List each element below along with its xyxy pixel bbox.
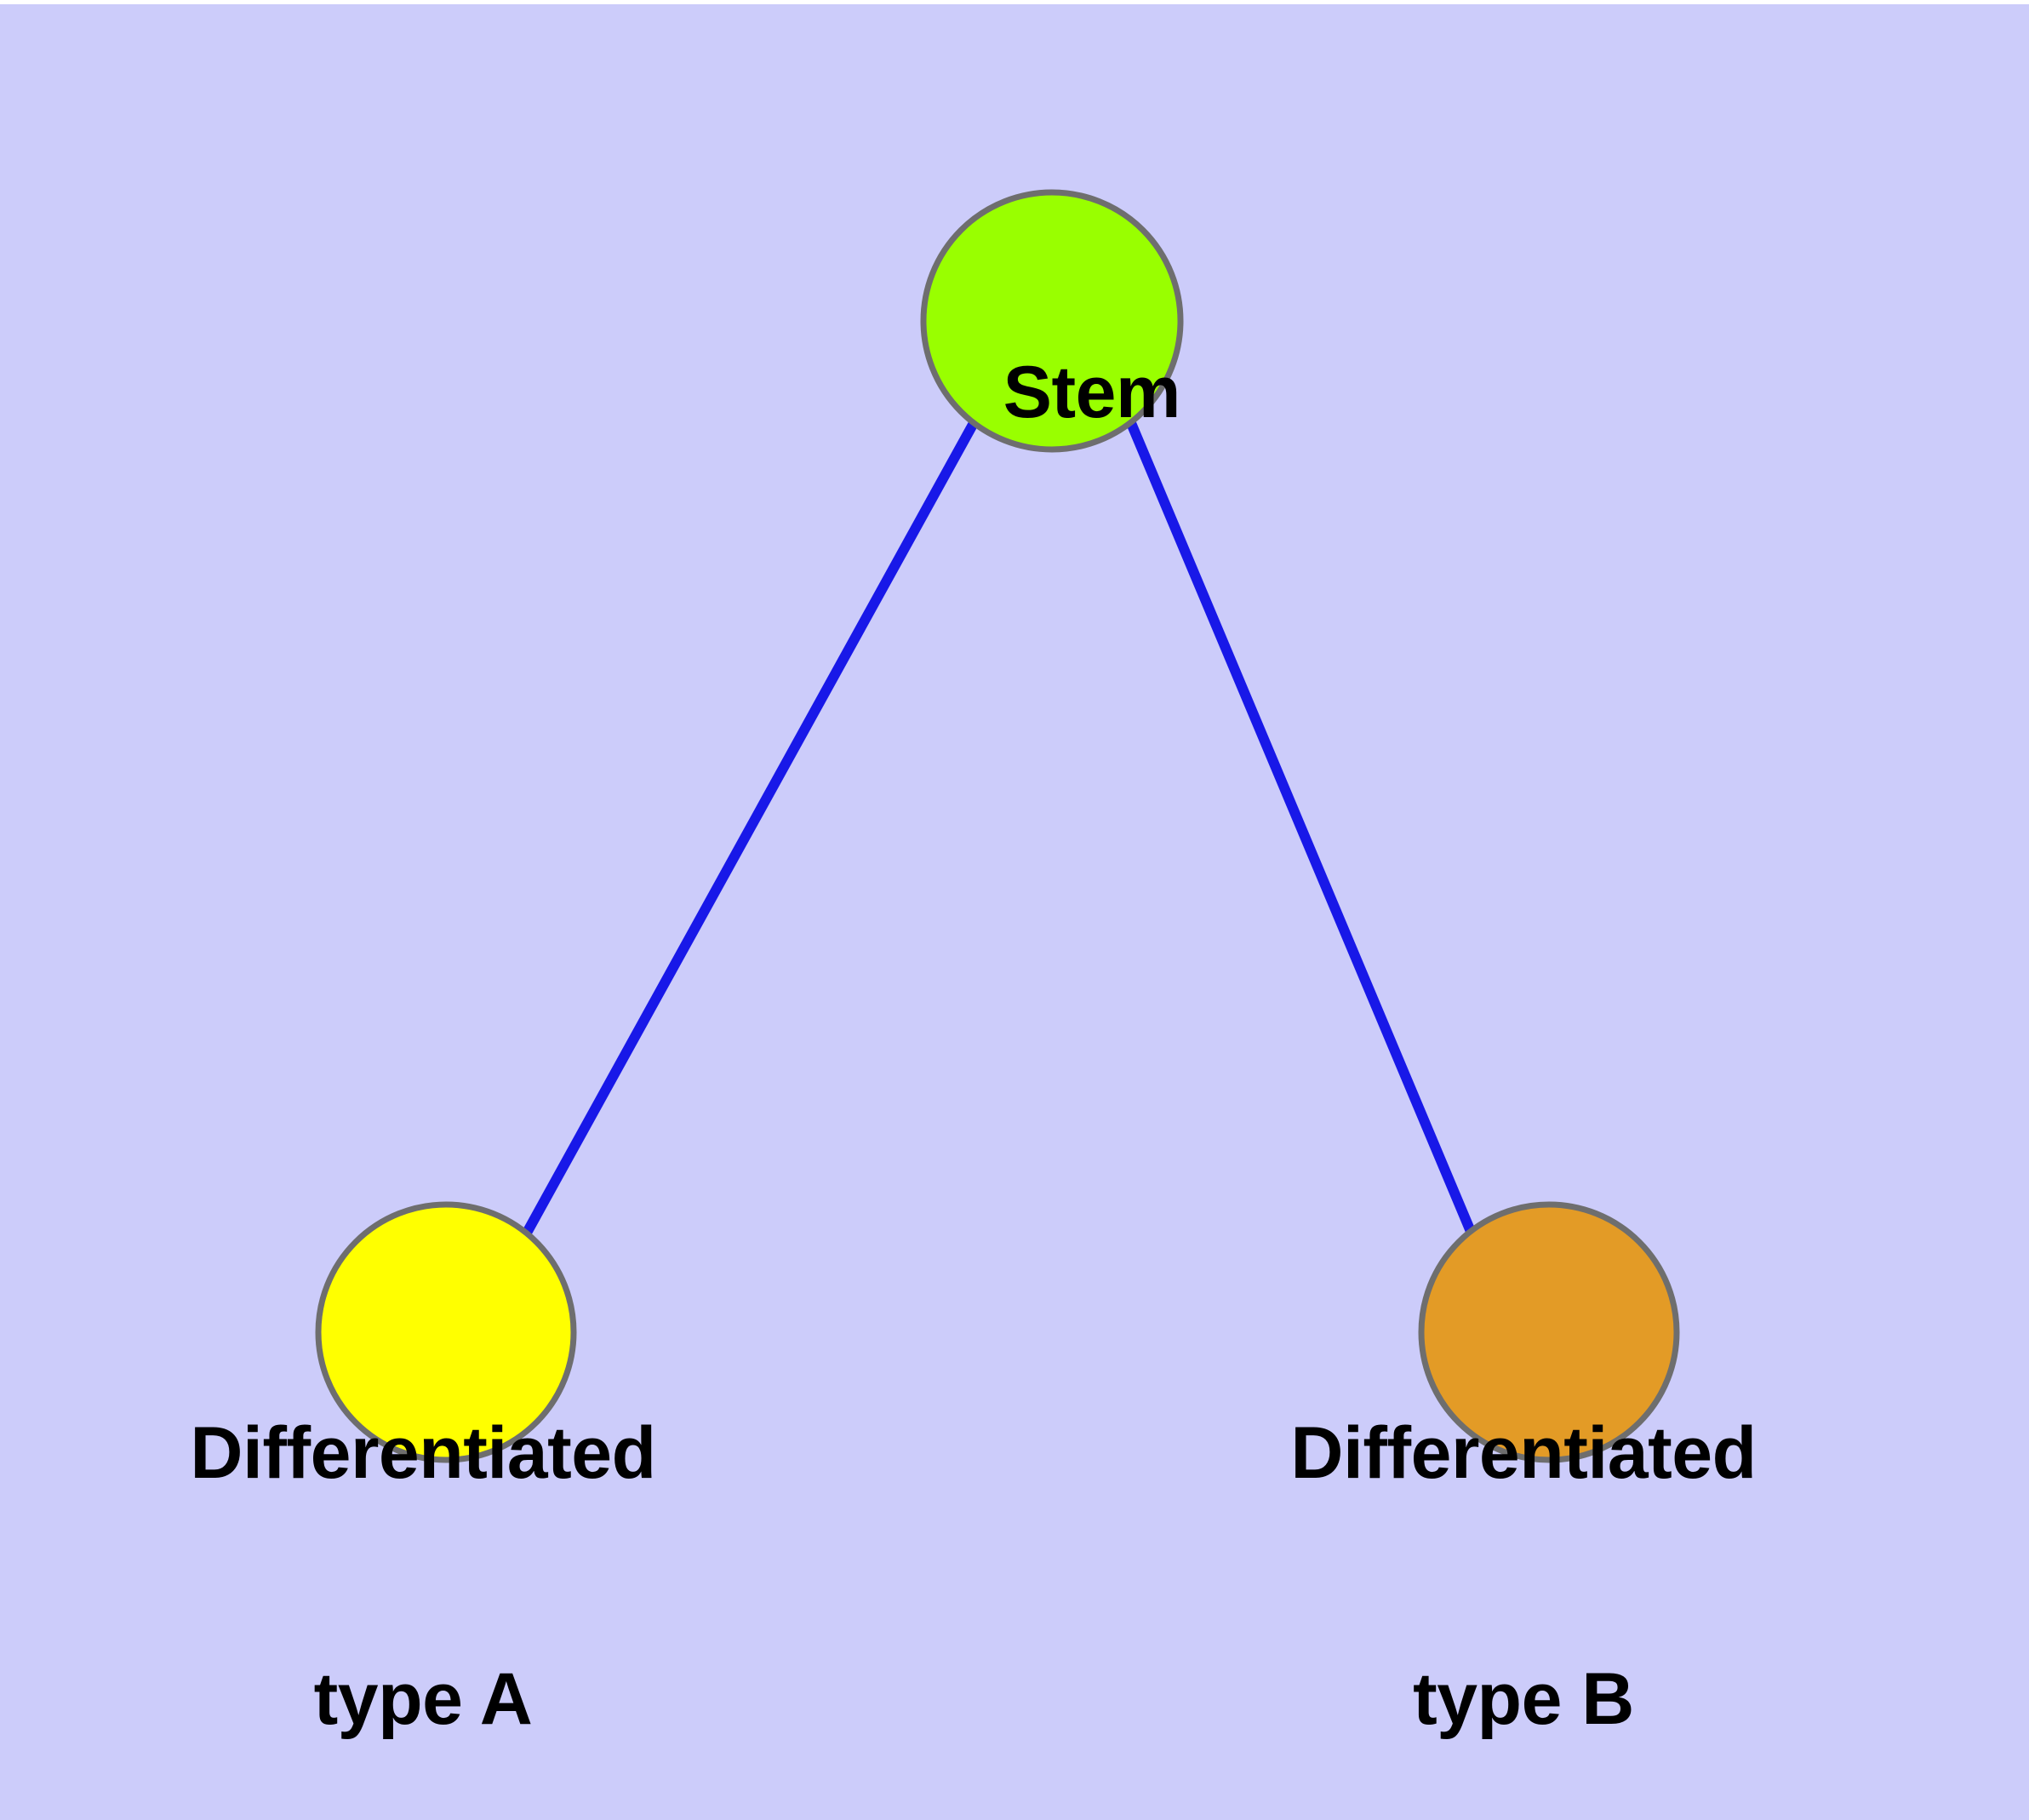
node-differentiated-type-a[interactable] <box>315 1201 577 1463</box>
edge-stem-to-differentiated-type-b[interactable] <box>1126 421 1483 1252</box>
edge-layer <box>512 421 1483 1252</box>
edge-stem-to-differentiated-type-a[interactable] <box>512 421 979 1252</box>
node-layer <box>315 189 1680 1463</box>
node-differentiated-type-b[interactable] <box>1418 1201 1680 1463</box>
node-stem[interactable] <box>920 189 1184 453</box>
